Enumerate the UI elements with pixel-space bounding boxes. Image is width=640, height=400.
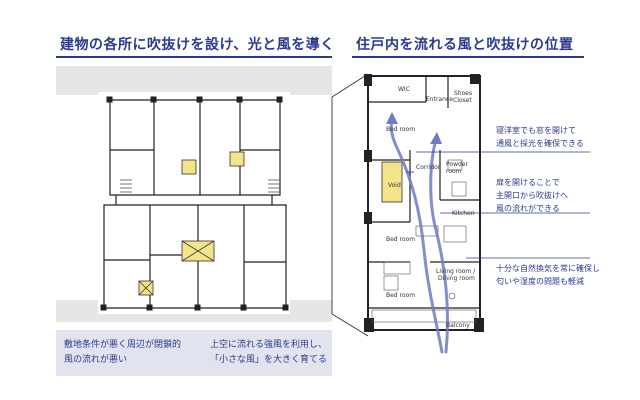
right-title-rule: [352, 56, 584, 58]
fixtures: [371, 159, 477, 323]
annotation-1-line-2: 通風と採光を確保できる: [496, 139, 584, 148]
left-title: 建物の各所に吹抜けを設け、光と風を導く: [60, 37, 335, 53]
room-label-void: Void: [388, 182, 401, 189]
right-title: 住戸内を流れる風と吹抜けの位置: [356, 37, 574, 53]
bottom-solution-line-1: 上空に流れる強風を利用し、: [210, 340, 328, 350]
bottom-solution-line-2: 「小さな風」を大きく育てる: [210, 355, 328, 365]
room-label-powder-2: room: [446, 168, 462, 175]
bottom-solution-text: 上空に流れる強風を利用し、 「小さな風」を大きく育てる: [210, 338, 327, 368]
left-title-rule: [56, 56, 332, 58]
annotation-leaders: [416, 151, 590, 259]
room-label-living-2: Dining room: [438, 275, 475, 282]
room-label-kitchen: Kitchen: [452, 210, 475, 217]
zoom-guide-lines: [331, 73, 369, 337]
bottom-problem-line-2: 風の流れが悪い: [64, 355, 128, 365]
annotation-3: 十分な自然換気を常に確保し 匂いや湿度の問題も軽減: [496, 262, 600, 288]
room-label-wic: WIC: [398, 86, 410, 93]
room-label-bed-room-1: Bed room: [386, 126, 416, 133]
bottom-problem-text: 敷地条件が悪く周辺が閉鎖的 風の流れが悪い: [64, 338, 181, 368]
room-label-bed-room-3: Bed room: [386, 292, 416, 299]
annotation-3-line-1: 十分な自然換気を常に確保し: [496, 264, 600, 273]
room-label-living-1: Living room /: [436, 268, 476, 275]
annotation-1: 寝洋室でも窓を開けて 通風と採光を確保できる: [496, 124, 584, 150]
room-label-shoes-closet-2: Closet: [453, 97, 472, 104]
unit-plan: [364, 74, 484, 354]
room-label-powder-1: Powder: [446, 161, 468, 168]
room-label-entrance: Entrance: [426, 96, 453, 103]
building-footprint: [98, 92, 290, 314]
columns: [100, 96, 289, 311]
room-label-corridor: Corridor: [416, 164, 441, 171]
annotation-2-line-1: 扉を開けることで: [496, 178, 560, 187]
unit-void: [381, 161, 403, 203]
wind-flow-arrows: [389, 118, 450, 354]
annotation-2: 扉を開けることで 主開口から吹抜けへ 風の流れができる: [496, 176, 568, 215]
room-label-shoes-closet-1: Shoes: [454, 90, 473, 97]
wind-arrow-heads: [386, 112, 442, 144]
annotation-2-line-2: 主開口から吹抜けへ: [496, 191, 568, 200]
room-label-balcony: Balcony: [446, 322, 470, 329]
annotation-2-line-3: 風の流れができる: [496, 204, 560, 213]
annotation-3-line-2: 匂いや湿度の問題も軽減: [496, 277, 584, 286]
site-plan: [56, 66, 369, 337]
annotation-1-line-1: 寝洋室でも窓を開けて: [496, 126, 576, 135]
room-label-bed-room-2: Bed room: [386, 236, 416, 243]
left-road: [56, 95, 98, 300]
right-road: [290, 95, 332, 300]
stairs-hatch: [120, 179, 280, 193]
bottom-callout: [56, 330, 332, 376]
bottom-problem-line-1: 敷地条件が悪く周辺が閉鎖的: [64, 340, 182, 350]
site-voids: [138, 151, 245, 296]
